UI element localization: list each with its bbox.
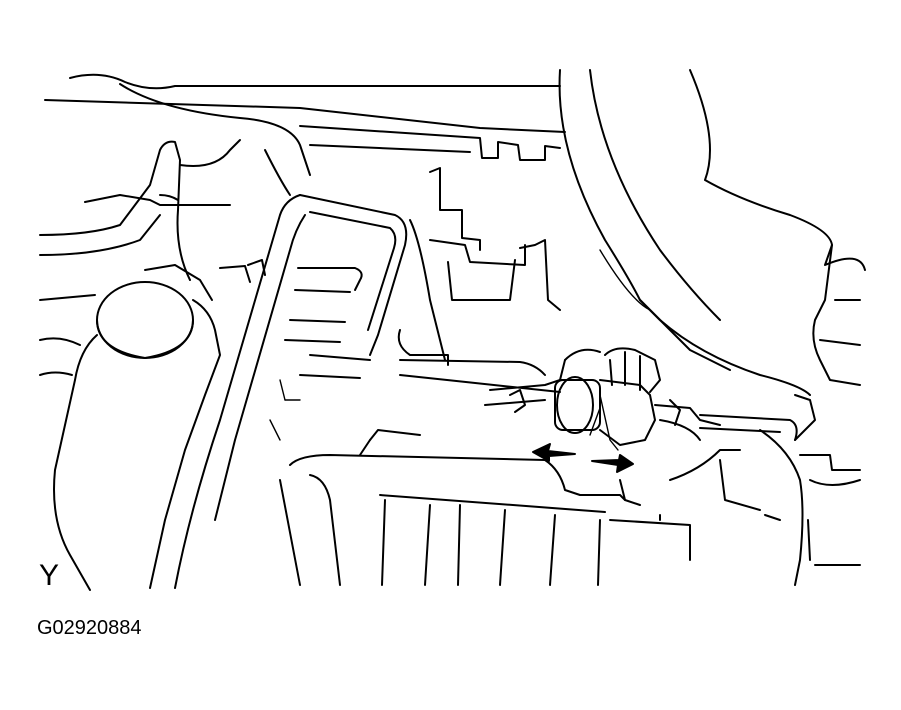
arrow-left-icon — [532, 443, 576, 462]
reservoir-tank — [39, 264, 221, 591]
arrow-right-icon — [591, 454, 634, 473]
small-blocks — [219, 259, 421, 456]
central-housing — [174, 194, 408, 589]
connector-assembly — [399, 347, 798, 451]
hood-edge-lines — [44, 73, 566, 176]
figure-code: G02920884 — [37, 617, 142, 639]
lower-housing — [279, 429, 804, 586]
left-hose-lines — [39, 139, 291, 281]
brake-booster-outline — [558, 69, 866, 396]
bracket-blocks — [397, 167, 561, 376]
view-label: Y — [39, 559, 60, 592]
right-side-lines — [794, 299, 861, 566]
